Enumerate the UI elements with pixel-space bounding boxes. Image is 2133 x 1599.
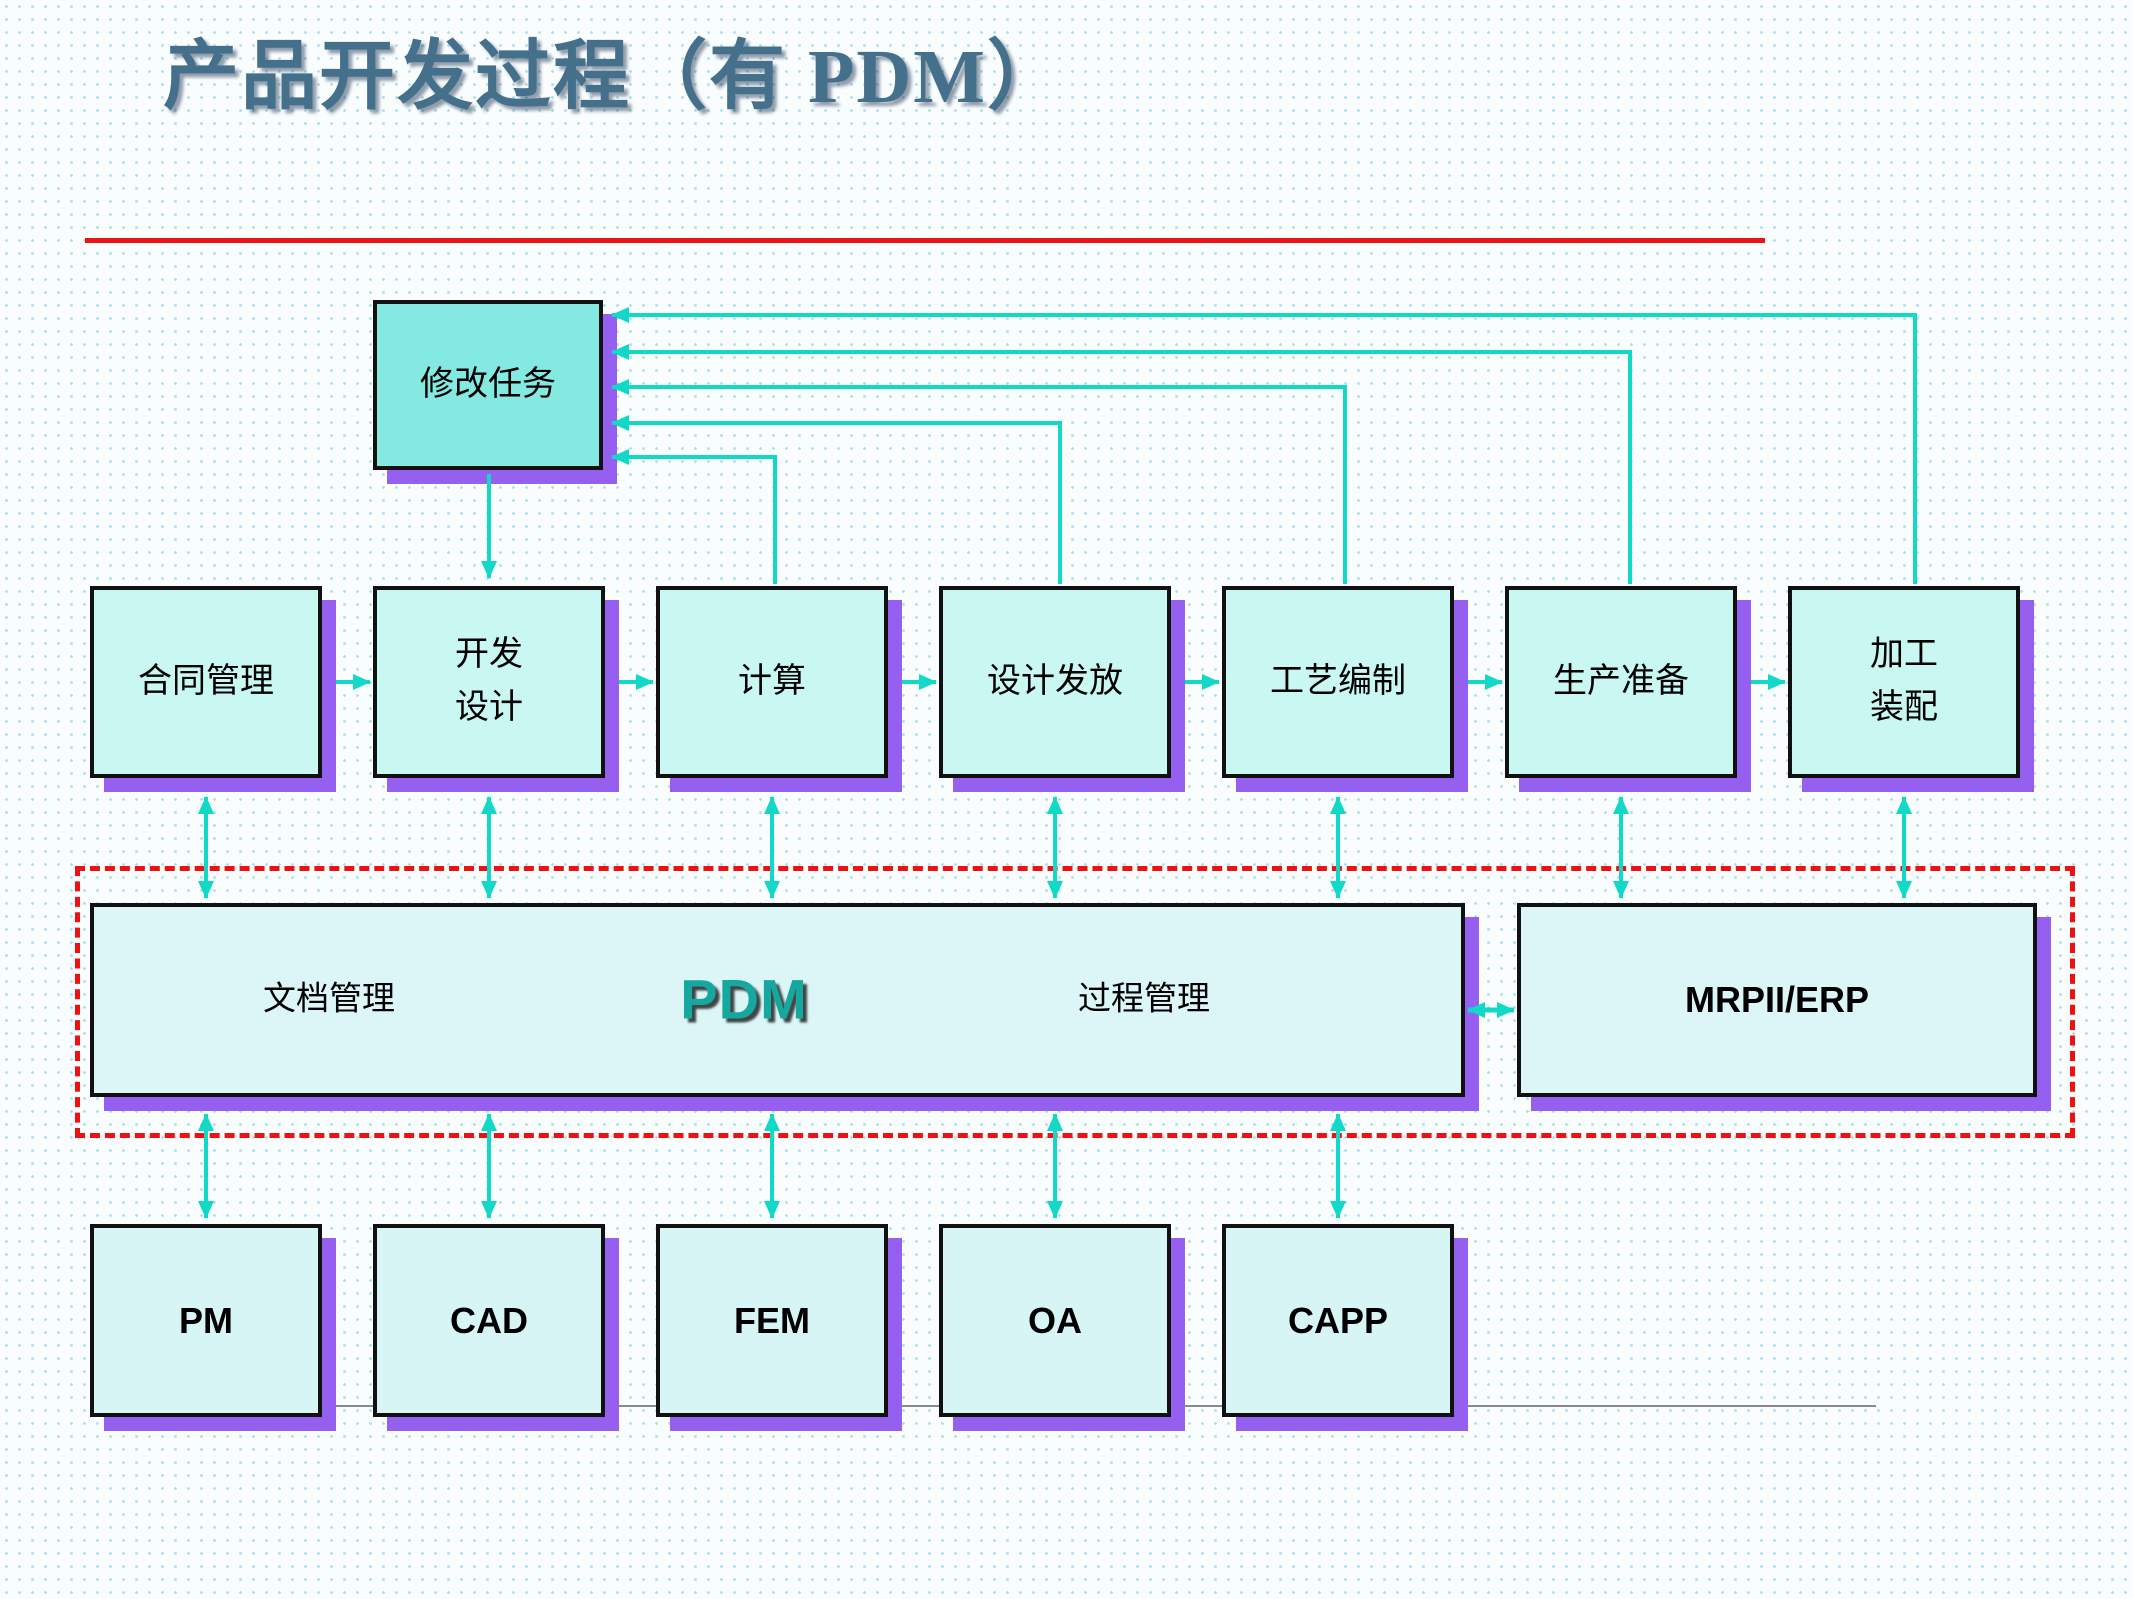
node-process-planning: 工艺编制 <box>1222 586 1454 778</box>
node-cad: CAD <box>373 1224 605 1417</box>
node-dev-design: 开发 设计 <box>373 586 605 778</box>
arrow-feedback-machining-to-modify <box>611 307 1917 584</box>
node-label: CAPP <box>1287 1299 1389 1341</box>
arrow-feedback-planning-to-modify <box>611 379 1347 584</box>
node-label: 生产准备 <box>1553 662 1689 700</box>
node-label: 计算 <box>738 662 806 700</box>
node-modify-task: 修改任务 <box>373 300 603 470</box>
node-pm: PM <box>90 1224 322 1417</box>
node-machining-assembly: 加工 装配 <box>1788 586 2020 778</box>
node-label: 工艺编制 <box>1270 662 1406 700</box>
node-label: 合同管理 <box>138 662 274 700</box>
pdm-title-label: PDM <box>680 967 808 1031</box>
node-label: 设计发放 <box>987 662 1123 700</box>
node-oa: OA <box>939 1224 1171 1417</box>
node-label: OA <box>1028 1299 1082 1341</box>
node-label: FEM <box>734 1299 810 1341</box>
arrow-feedback-release-to-modify <box>611 415 1062 584</box>
node-design-release: 设计发放 <box>939 586 1171 778</box>
node-contract-mgmt: 合同管理 <box>90 586 322 778</box>
node-label: MRPII/ERP <box>1684 979 1870 1021</box>
pdm-dashed-boundary <box>75 866 2075 1138</box>
node-pdm-bar: 文档管理 PDM 过程管理 <box>90 903 1465 1097</box>
node-calculation: 计算 <box>656 586 888 778</box>
node-fem: FEM <box>656 1224 888 1417</box>
node-production-prep: 生产准备 <box>1505 586 1737 778</box>
node-label: CAD <box>450 1299 528 1341</box>
node-label: 开发 设计 <box>455 636 523 726</box>
node-capp: CAPP <box>1222 1224 1454 1417</box>
node-label: PM <box>179 1299 233 1341</box>
arrow-feedback-calc-to-modify <box>611 449 777 584</box>
arrow-feedback-production-to-modify <box>611 344 1632 584</box>
node-label: 加工 装配 <box>1870 636 1938 726</box>
pdm-process-mgmt-label: 过程管理 <box>1078 981 1210 1018</box>
node-modify-task-label: 修改任务 <box>420 365 556 403</box>
pdm-doc-mgmt-label: 文档管理 <box>263 981 395 1018</box>
node-mrp-erp: MRPII/ERP <box>1517 903 2037 1097</box>
slide-title: 产品开发过程（有 PDM） <box>163 35 1066 119</box>
title-underline <box>85 238 1765 243</box>
